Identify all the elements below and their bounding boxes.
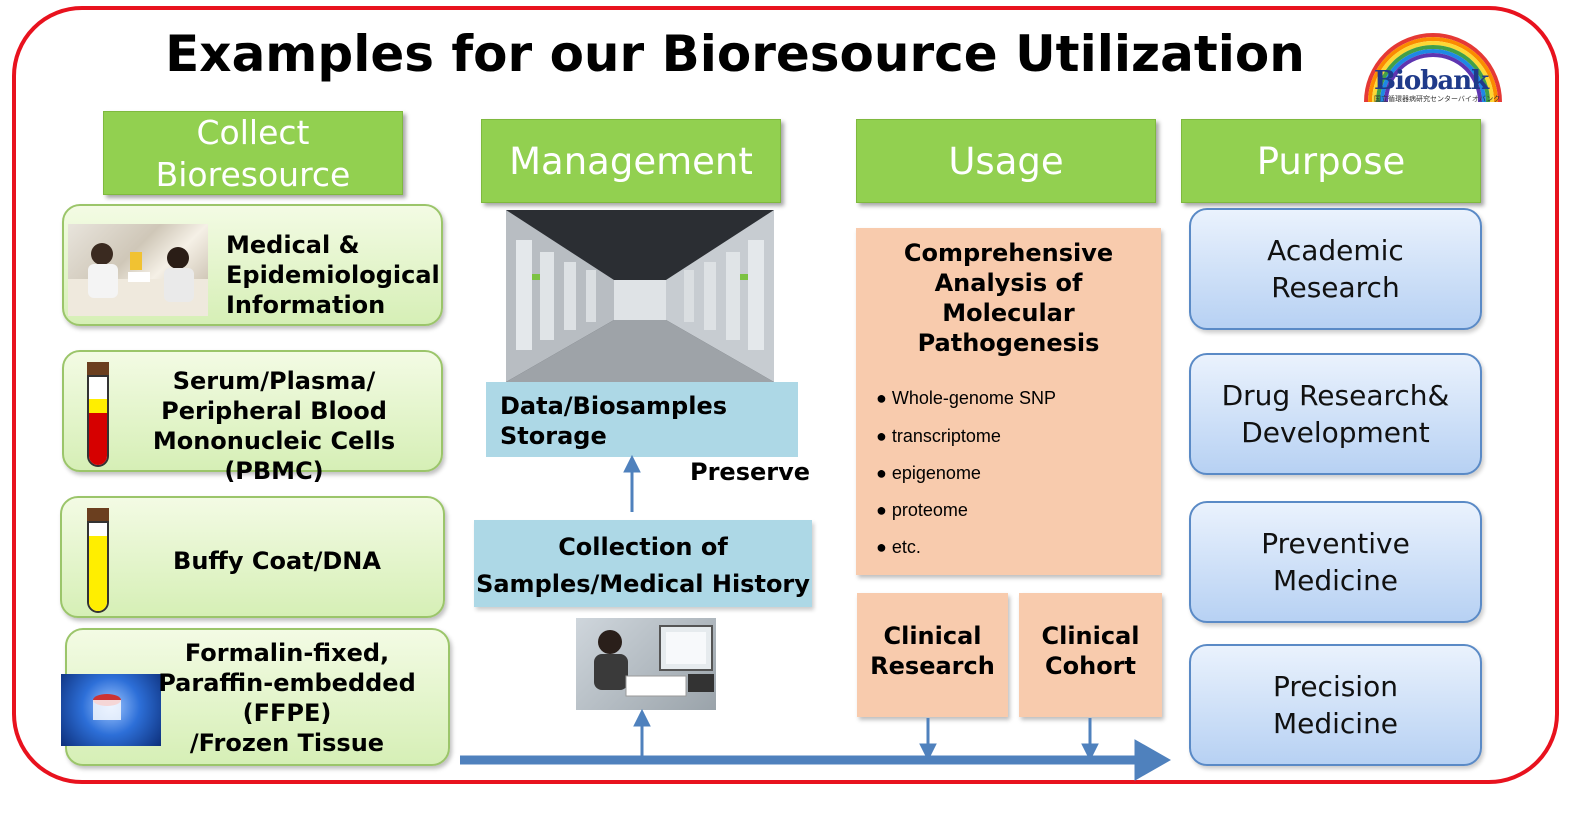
staff-photo xyxy=(68,224,208,316)
purpose-academic-line2: Research xyxy=(1271,271,1400,304)
clinical-research-line1: Clinical xyxy=(883,622,982,650)
collect-medical-line1: Medical & xyxy=(226,231,360,259)
purpose-drug-line1: Drug Research& xyxy=(1221,379,1450,412)
collect-ffpe-line1: Formalin-fixed, xyxy=(184,639,390,667)
collect-serum-text: Serum/Plasma/ Peripheral Blood Mononucle… xyxy=(104,366,444,486)
header-usage-label: Usage xyxy=(948,140,1064,183)
analysis-item-label: Whole-genome SNP xyxy=(891,388,1056,408)
analysis-item-label: epigenome xyxy=(891,463,981,483)
header-usage: Usage xyxy=(856,119,1156,203)
header-collect: Collect Bioresource xyxy=(103,111,403,195)
analysis-title-line3: Molecular xyxy=(942,299,1075,327)
bullet-icon: ● xyxy=(876,426,892,446)
main-flow-arrow xyxy=(460,739,1172,781)
bullet-icon: ● xyxy=(876,388,892,408)
blood-tube-icon xyxy=(87,362,109,467)
bullet-icon: ● xyxy=(876,500,892,520)
collection-box: Collection of Samples/Medical History xyxy=(474,520,812,607)
analysis-title-line4: Pathogenesis xyxy=(917,329,1100,357)
tissue-photo xyxy=(61,674,161,746)
purpose-precision-line2: Medicine xyxy=(1272,707,1399,740)
header-purpose: Purpose xyxy=(1181,119,1481,203)
preserve-arrow xyxy=(623,454,641,512)
analysis-item: ● etc. xyxy=(876,537,921,558)
collect-serum-line2: Peripheral Blood xyxy=(161,397,387,425)
clinical-cohort-line1: Clinical xyxy=(1041,622,1140,650)
collect-serum-line1: Serum/Plasma/ xyxy=(172,367,376,395)
analysis-item: ● epigenome xyxy=(876,463,981,484)
analysis-item: ● Whole-genome SNP xyxy=(876,388,1056,409)
analysis-box: Comprehensive Analysis of Molecular Path… xyxy=(856,228,1161,575)
purpose-drug-line2: Development xyxy=(1241,416,1430,449)
header-management-label: Management xyxy=(509,140,753,183)
clinical-research-line2: Research xyxy=(870,652,995,680)
researcher-photo xyxy=(576,618,716,710)
header-collect-line2: Bioresource xyxy=(155,155,351,194)
storage-line1: Data/Biosamples xyxy=(500,392,728,420)
analysis-title-line2: Analysis of xyxy=(934,269,1083,297)
collection-line1: Collection of xyxy=(558,533,728,561)
rainbow-icon xyxy=(1364,33,1502,103)
collect-ffpe-text: Formalin-fixed, Paraffin-embedded (FFPE)… xyxy=(157,638,417,758)
analysis-title: Comprehensive Analysis of Molecular Path… xyxy=(856,238,1161,358)
collect-medical-line3: Information xyxy=(226,291,386,319)
preserve-label: Preserve xyxy=(690,458,811,486)
collect-medical-line2: Epidemiological xyxy=(226,261,440,289)
clinical-research-box: Clinical Research xyxy=(857,593,1008,717)
analysis-item-label: transcriptome xyxy=(891,426,1001,446)
purpose-precision-line1: Precision xyxy=(1273,670,1398,703)
clinical-cohort-box: Clinical Cohort xyxy=(1019,593,1162,717)
collection-up-arrow xyxy=(633,708,651,760)
collect-serum: Serum/Plasma/ Peripheral Blood Mononucle… xyxy=(62,350,443,485)
collect-medical-text: Medical & Epidemiological Information xyxy=(226,230,440,320)
collection-line2: Samples/Medical History xyxy=(476,570,810,598)
storage-line2: Storage xyxy=(500,422,607,450)
purpose-preventive-line2: Medicine xyxy=(1272,564,1399,597)
collect-medical-info: Medical & Epidemiological Information xyxy=(62,204,443,326)
analysis-item: ● transcriptome xyxy=(876,426,1001,447)
collect-buffy-text: Buffy Coat/DNA xyxy=(173,547,381,575)
bullet-icon: ● xyxy=(876,463,892,483)
buffy-tube-icon xyxy=(87,508,109,613)
clinical-cohort-line2: Cohort xyxy=(1045,652,1136,680)
collect-buffy: Buffy Coat/DNA xyxy=(60,496,445,618)
header-purpose-label: Purpose xyxy=(1256,140,1406,183)
purpose-drug: Drug Research&Development xyxy=(1189,353,1482,475)
purpose-preventive-line1: Preventive xyxy=(1261,527,1410,560)
analysis-item-label: etc. xyxy=(891,537,921,557)
logo-text: Biobank xyxy=(1374,66,1489,96)
collect-ffpe: Formalin-fixed, Paraffin-embedded (FFPE)… xyxy=(61,628,450,766)
collect-ffpe-line2: Paraffin-embedded xyxy=(158,669,416,697)
analysis-item-label: proteome xyxy=(891,500,968,520)
clinical-cohort-down-arrow xyxy=(1081,718,1099,762)
storage-room-photo xyxy=(506,210,774,382)
biobank-logo: Biobank 国立循環器病研究センターバイオバンク xyxy=(1358,30,1508,106)
clinical-research-down-arrow xyxy=(919,718,937,762)
logo-subtitle: 国立循環器病研究センターバイオバンク xyxy=(1374,96,1501,103)
header-collect-line1: Collect xyxy=(196,113,310,152)
collect-ffpe-line4: /Frozen Tissue xyxy=(189,729,385,757)
analysis-title-line1: Comprehensive xyxy=(903,239,1114,267)
analysis-item: ● proteome xyxy=(876,500,968,521)
page-title: Examples for our Bioresource Utilization xyxy=(165,25,1305,83)
collect-serum-line3: Mononucleic Cells (PBMC) xyxy=(152,427,396,485)
purpose-academic-line1: Academic xyxy=(1267,234,1404,267)
bullet-icon: ● xyxy=(876,537,892,557)
collect-ffpe-line3: (FFPE) xyxy=(242,699,332,727)
storage-box: Data/Biosamples Storage xyxy=(486,382,798,457)
header-management: Management xyxy=(481,119,781,203)
